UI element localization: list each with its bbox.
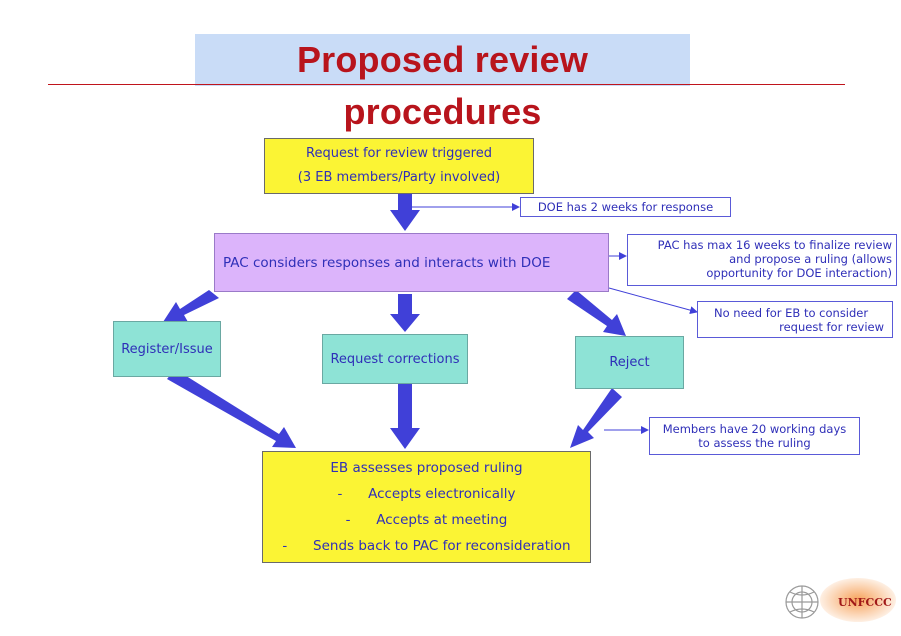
connector-no-need-note xyxy=(608,287,698,315)
reject-label: Reject xyxy=(609,355,650,370)
arrow-corrections-to-eb xyxy=(390,383,420,449)
pac-label: PAC considers responses and interacts wi… xyxy=(223,254,551,271)
arrow-pac-to-corrections xyxy=(390,294,420,332)
eb-line-1: EB assesses proposed ruling xyxy=(330,460,523,476)
unfccc-logo xyxy=(785,578,896,622)
arrow-register-to-eb xyxy=(167,369,296,448)
doe-note: DOE has 2 weeks for response xyxy=(520,197,731,217)
title-divider xyxy=(48,84,845,85)
pac-time-line-1: PAC has max 16 weeks to finalize review xyxy=(657,238,892,252)
pac-time-line-2: and propose a ruling (allows xyxy=(729,252,892,266)
unfccc-logo-text: UNFCCC xyxy=(838,596,892,609)
register-label: Register/Issue xyxy=(121,341,213,357)
request-line-1: Request for review triggered xyxy=(306,146,492,161)
request-line-2: (3 EB members/Party involved) xyxy=(297,170,501,185)
slide-title: Proposed review procedures xyxy=(195,34,690,132)
eb-box: EB assesses proposed ruling - Accepts el… xyxy=(262,451,591,563)
members-line-2: to assess the ruling xyxy=(698,436,811,450)
no-need-line-1: No need for EB to consider xyxy=(714,306,869,320)
members-note: Members have 20 working days to assess t… xyxy=(649,417,860,455)
no-need-line-2: request for review xyxy=(779,320,884,334)
register-box: Register/Issue xyxy=(113,321,221,377)
eb-line-2: - Accepts electronically xyxy=(337,486,516,502)
corrections-label: Request corrections xyxy=(330,351,460,367)
pac-time-note: PAC has max 16 weeks to finalize review … xyxy=(627,234,897,286)
pac-time-line-3: opportunity for DOE interaction) xyxy=(706,266,892,280)
reject-box: Reject xyxy=(575,336,684,389)
arrow-reject-to-eb xyxy=(570,388,622,448)
eb-line-3: - Accepts at meeting xyxy=(345,512,508,528)
pac-box: PAC considers responses and interacts wi… xyxy=(214,233,609,292)
arrow-request-to-pac xyxy=(390,186,420,231)
arrow-pac-to-reject xyxy=(567,290,626,336)
request-box: Request for review triggered (3 EB membe… xyxy=(264,138,534,194)
doe-note-text: DOE has 2 weeks for response xyxy=(537,200,714,214)
members-line-1: Members have 20 working days xyxy=(662,422,847,436)
eb-line-4: - Sends back to PAC for reconsideration xyxy=(282,538,571,554)
un-emblem-icon xyxy=(785,585,819,619)
corrections-box: Request corrections xyxy=(322,334,468,384)
no-need-note: No need for EB to consider request for r… xyxy=(697,301,893,338)
arrow-pac-to-register xyxy=(163,290,219,322)
